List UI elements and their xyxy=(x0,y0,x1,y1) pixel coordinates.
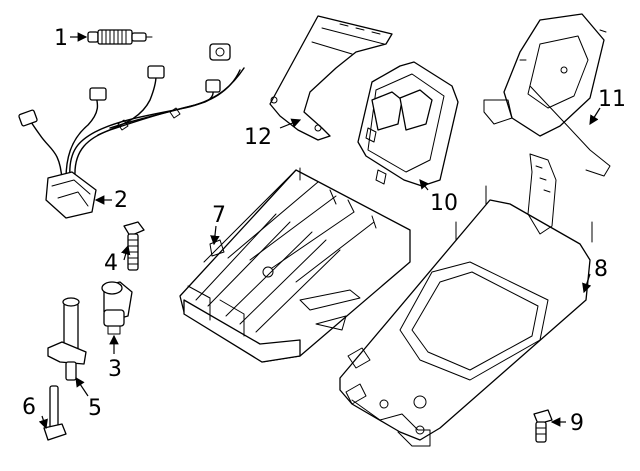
callout-labels: 1 2 3 4 5 6 7 8 9 10 11 12 xyxy=(22,26,626,436)
part-8-mounting-bracket xyxy=(339,153,593,447)
part-12-heat-shield xyxy=(269,15,393,141)
leader-7 xyxy=(210,225,220,246)
callout-12: 12 xyxy=(244,125,272,150)
part-2-wiring-harness xyxy=(18,43,245,219)
callout-5: 5 xyxy=(88,396,102,421)
leader-11 xyxy=(589,107,601,126)
callout-2: 2 xyxy=(114,188,128,213)
leader-6 xyxy=(38,415,48,430)
part-4-bolt xyxy=(123,221,145,271)
leader-10 xyxy=(419,179,429,191)
callout-3: 3 xyxy=(108,357,122,382)
part-11-bracket xyxy=(483,13,611,177)
leader-8 xyxy=(582,273,592,294)
callout-6: 6 xyxy=(22,395,36,420)
part-7-control-module xyxy=(179,167,411,363)
part-3-position-sensor xyxy=(101,281,133,335)
callout-11: 11 xyxy=(598,87,626,112)
leader-lines xyxy=(38,32,601,430)
part-10-module xyxy=(357,61,459,187)
part-6-long-bolt xyxy=(43,385,67,441)
leader-4 xyxy=(121,244,131,261)
callout-9: 9 xyxy=(570,411,584,436)
leader-5 xyxy=(75,377,89,397)
part-1-sensor-probe xyxy=(87,29,153,45)
callout-4: 4 xyxy=(104,251,118,276)
leader-12 xyxy=(279,118,302,129)
part-5-camshaft-sensor xyxy=(47,297,87,381)
part-9-small-bolt xyxy=(533,409,553,443)
callout-7: 7 xyxy=(212,203,226,228)
callout-10: 10 xyxy=(430,191,458,216)
callout-8: 8 xyxy=(594,257,608,282)
callout-1: 1 xyxy=(54,26,68,51)
